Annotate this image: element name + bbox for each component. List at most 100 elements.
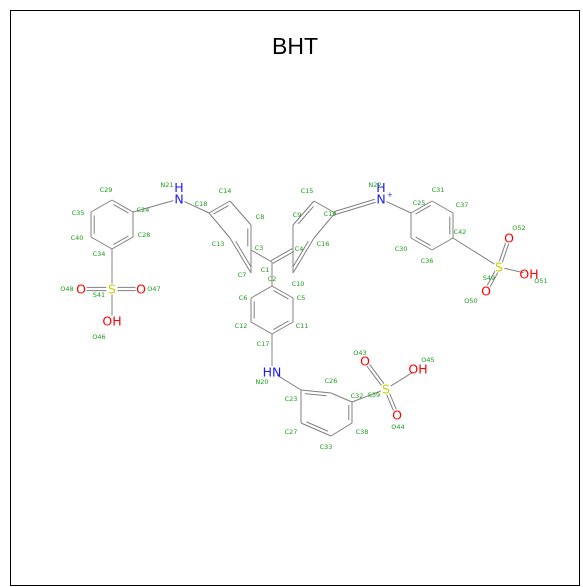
- bond-C1-C3: [250, 249, 273, 263]
- bond-C1-C3-line: [250, 249, 273, 263]
- atom-symbol-O45: OH: [408, 362, 427, 377]
- atom-label-C7: C7: [238, 271, 247, 279]
- bond-C32-S39: [351, 390, 382, 403]
- bond-C24-C29: [111, 199, 134, 214]
- bond-C34-C28: [111, 235, 134, 250]
- atom-label-C42: C42: [454, 228, 467, 236]
- atom-symbol-O50: O: [481, 284, 491, 299]
- atom-label-O47: O47: [147, 285, 160, 293]
- bond-S49-O50-line: [486, 270, 496, 286]
- bond-C6-C2: [250, 285, 273, 299]
- bond-C42-C36: [431, 237, 454, 251]
- bond-C24-C29-line: [111, 199, 134, 213]
- bond-C25-C31-line: [410, 200, 433, 214]
- diagram-title: BHT: [272, 33, 318, 59]
- bond-S49-O51: [504, 267, 524, 274]
- bond-C32-S39-line: [351, 390, 382, 403]
- bond-C36-C30: [410, 236, 433, 251]
- bond-C2-C5: [271, 285, 294, 300]
- atom-label-C30: C30: [395, 245, 408, 253]
- bond-N22-C25: [386, 201, 412, 214]
- bond-C34-C28-inner: [113, 235, 129, 245]
- atom-symbol-O47: O: [136, 282, 146, 297]
- atom-label-O43: O43: [353, 349, 366, 357]
- bond-C40-C34-line: [90, 236, 113, 250]
- bond-C2-C5-line: [271, 285, 294, 299]
- bond-N20-C23-line: [276, 374, 302, 391]
- atom-label-C36: C36: [421, 257, 434, 265]
- atom-label-N20: N20: [255, 378, 268, 386]
- atom-symbol-N20: HN: [263, 365, 282, 380]
- bond-C18-C13: [208, 212, 231, 239]
- bond-C15-C19-line: [313, 200, 336, 214]
- atom-label-O48: O48: [60, 285, 73, 293]
- bond-S39-O43: [366, 364, 385, 386]
- atom-label-O52: O52: [512, 224, 525, 232]
- bond-C40-C34: [90, 236, 113, 250]
- bond-C12-C6: [250, 298, 255, 322]
- bond-C18-N21: [184, 201, 210, 214]
- atom-label-C3: C3: [255, 244, 264, 252]
- atom-label-C2: C2: [268, 275, 277, 283]
- atom-label-C16: C16: [317, 240, 330, 248]
- bond-C42-C36-line: [431, 237, 454, 251]
- bond-C19-C16-line: [313, 212, 336, 239]
- bond-S49-O52: [498, 242, 510, 263]
- bond-C37-C42: [449, 213, 454, 238]
- bond-C6-C2-line: [250, 285, 273, 299]
- bond-S39-O44: [386, 393, 397, 411]
- atom-label-S41: S41: [93, 291, 105, 299]
- bond-C17-C12: [250, 321, 273, 335]
- atom-label-C13: C13: [212, 240, 225, 248]
- atom-symbol-O52: O: [504, 231, 514, 246]
- bond-C25-C31: [410, 200, 433, 215]
- bond-C42-S49: [452, 237, 495, 265]
- atom-label-C18: C18: [195, 200, 208, 208]
- atom-label-C12: C12: [235, 322, 248, 330]
- bond-C32-C38: [348, 402, 353, 423]
- atom-label-C34: C34: [93, 250, 106, 258]
- atom-symbol-O51: OH: [519, 267, 538, 282]
- atom-label-C38: C38: [356, 428, 369, 436]
- bond-C19-N22-line: [335, 201, 376, 216]
- bond-S49-O51-line: [504, 267, 524, 274]
- bond-C9-C15-line: [292, 200, 315, 226]
- atom-label-C32: C32: [351, 392, 364, 400]
- bond-C1-C4: [270, 248, 295, 264]
- bond-S41-O48: [86, 286, 107, 292]
- atom-label-O51: O51: [534, 277, 547, 285]
- bond-C25-C31-inner: [415, 205, 431, 215]
- bond-N21-C24-line: [132, 200, 174, 213]
- bond-S39-O45-line: [390, 371, 414, 387]
- atom-symbol-O48: O: [76, 282, 86, 297]
- bond-C36-C30-inner: [415, 236, 431, 246]
- atom-symbol-S41: S: [108, 282, 116, 297]
- bond-C23-C26: [300, 389, 332, 397]
- bond-C29-C35-line: [90, 199, 113, 213]
- bond-C19-N22: [334, 198, 376, 216]
- bond-S39-O44-second: [389, 393, 397, 410]
- bond-C18-N21-line: [184, 201, 210, 214]
- bond-C2-C5-inner: [273, 290, 289, 300]
- atom-label-C17: C17: [257, 340, 270, 348]
- atom-label-C23: C23: [285, 395, 298, 403]
- atom-label-C15: C15: [301, 187, 314, 195]
- bond-C11-C17-inner: [273, 320, 289, 330]
- bond-C33-C27-line: [300, 422, 332, 437]
- bond-N21-C24: [132, 200, 174, 213]
- bond-C23-C26-inner: [304, 393, 327, 397]
- bond-C19-N22-second: [334, 198, 375, 212]
- bond-C9-C15-inner: [297, 206, 314, 225]
- atom-label-C1: C1: [261, 266, 270, 274]
- bond-C11-C17-line: [271, 321, 294, 335]
- bond-S39-O43-line: [369, 364, 385, 384]
- atom-symbol-N21: N: [174, 192, 183, 207]
- bond-C3-C8: [247, 225, 252, 250]
- atom-label-N22: N22: [368, 181, 381, 189]
- bond-C9-C15: [292, 200, 315, 226]
- atom-label-C9: C9: [293, 211, 302, 219]
